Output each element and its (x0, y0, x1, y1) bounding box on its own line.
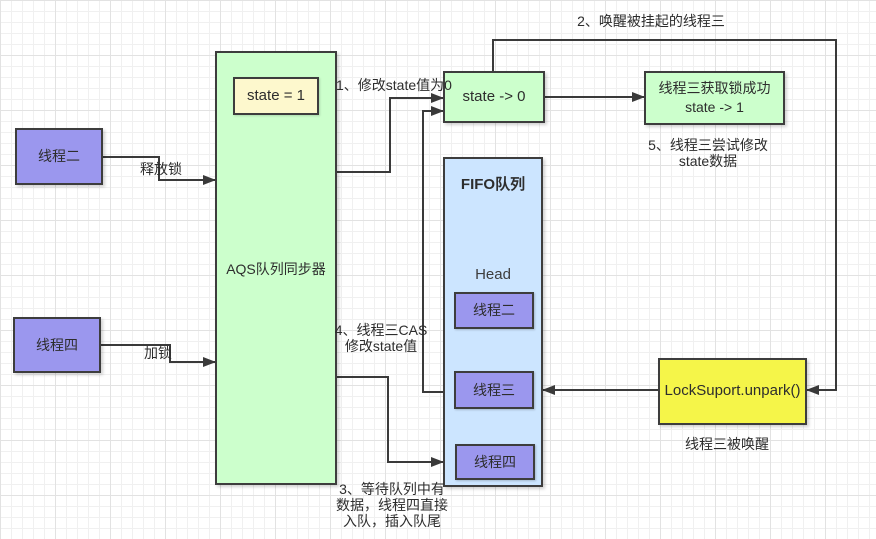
state-zero-node: state -> 0 (443, 71, 545, 123)
thread2-node: 线程二 (15, 128, 103, 185)
label-thread3-woken: 线程三被唤醒 (685, 436, 769, 452)
label-step5: 5、线程三尝试修改 state数据 (648, 137, 768, 169)
thread4-node: 线程四 (13, 317, 101, 373)
label-step3: 3、等待队列中有 数据，线程四直接 入队，插入队尾 (336, 481, 448, 529)
queue-item-thread4: 线程四 (455, 444, 535, 480)
aqs-label: AQS队列同步器 (226, 261, 326, 277)
label-step4: 4、线程三CAS 修改state值 (334, 322, 428, 354)
unpark-node: LockSuport.unpark() (658, 358, 807, 425)
label-step2: 2、唤醒被挂起的线程三 (577, 13, 725, 29)
queue-item-thread3: 线程三 (454, 371, 534, 409)
fifo-queue-container: FIFO队列 Head 线程二 线程三 线程四 (443, 157, 543, 487)
fifo-queue-title: FIFO队列 (460, 176, 526, 193)
state-value-box: state = 1 (233, 77, 319, 115)
aqs-synchronizer-node: state = 1 AQS队列同步器 (215, 51, 337, 485)
label-step1: 1、修改state值为0 (336, 77, 452, 93)
queue-item-thread2: 线程二 (454, 292, 534, 329)
label-release-lock: 释放锁 (140, 161, 182, 177)
label-acquire-lock: 加锁 (144, 345, 172, 361)
edge-step1-set-state0 (337, 93, 444, 173)
acquire-success-node: 线程三获取锁成功 state -> 1 (644, 71, 785, 125)
fifo-head-label: Head (475, 266, 511, 283)
edge-step3-enqueue-thread4 (337, 376, 444, 467)
